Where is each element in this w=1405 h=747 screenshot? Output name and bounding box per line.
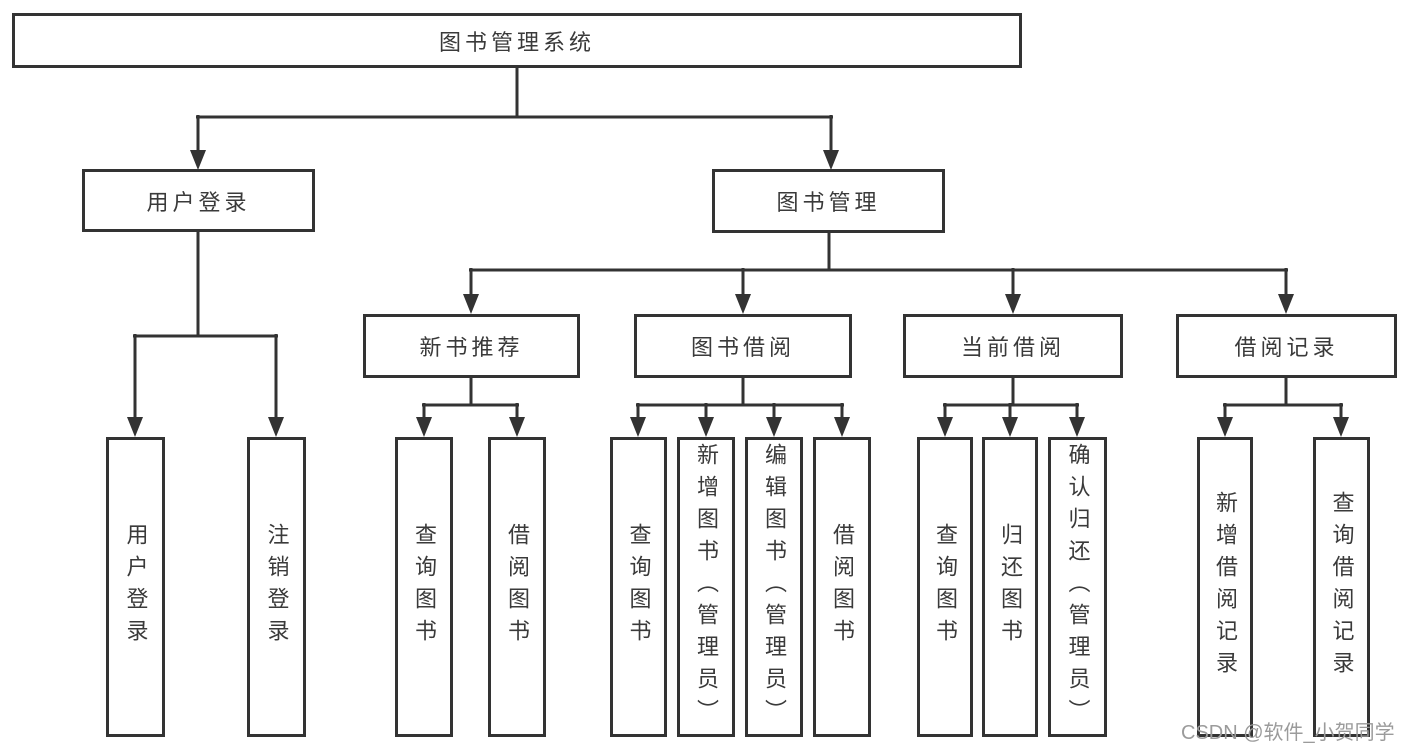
connector-book-management [463,233,1294,314]
node-root: 图书管理系统 [12,13,1022,68]
node-book-management: 图书管理 [712,169,945,233]
watermark: CSDN @软件_小贺同学 [1181,722,1395,744]
leaf-logout: 注销登录 [247,437,306,737]
leaf-current-query-books: 查询图书 [917,437,973,737]
leaf-user-login: 用户登录 [106,437,165,737]
leaf-current-return-books: 归还图书 [982,437,1038,737]
leaf-newbooks-query-books: 查询图书 [395,437,453,737]
connector-user-login [127,232,284,437]
node-user-login: 用户登录 [82,169,315,232]
leaf-current-confirm-return-admin: 确认归还（管理员） [1048,437,1107,737]
node-current-borrowing: 当前借阅 [903,314,1123,378]
leaf-borrowing-edit-books-admin: 编辑图书（管理员） [745,437,803,737]
node-borrow-records: 借阅记录 [1176,314,1397,378]
leaf-records-query-record: 查询借阅记录 [1313,437,1370,737]
connector-records [1217,378,1349,437]
node-new-book-recommend: 新书推荐 [363,314,580,378]
connector-root [190,68,839,170]
leaf-borrowing-borrow-books: 借阅图书 [813,437,871,737]
leaf-records-add-record: 新增借阅记录 [1197,437,1253,737]
connector-borrowing [630,378,850,437]
leaf-borrowing-add-books-admin: 新增图书（管理员） [677,437,735,737]
leaf-newbooks-borrow-books: 借阅图书 [488,437,546,737]
node-book-borrowing: 图书借阅 [634,314,852,378]
connector-new-books [416,378,525,437]
leaf-borrowing-query-books: 查询图书 [610,437,667,737]
connector-current [937,378,1085,437]
